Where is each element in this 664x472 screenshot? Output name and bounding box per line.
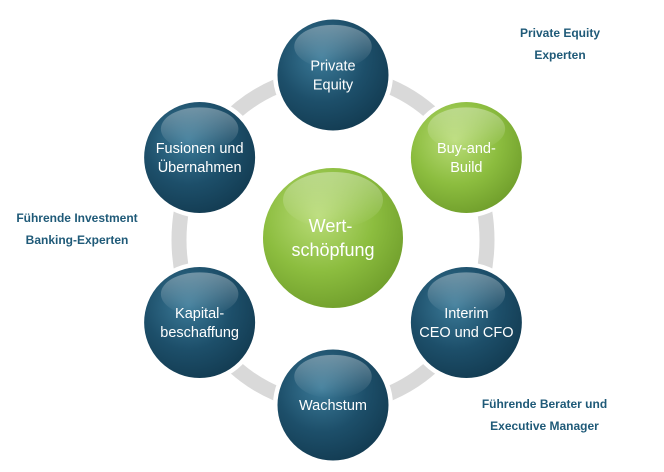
node-label-line: Private (310, 59, 355, 75)
node-label-line: Buy-and- (437, 141, 496, 157)
node-label-line: CEO und CFO (419, 325, 513, 341)
center-label-line-2: schöpfung (291, 240, 374, 260)
node-label-line: Build (450, 160, 482, 176)
note-line: Führende Berater und (481, 397, 608, 411)
note-line: Experten (534, 48, 586, 62)
center-label: Wert- schöpfung (291, 216, 374, 260)
note-line: Executive Manager (490, 419, 599, 433)
note-line: Private Equity (519, 26, 601, 40)
node-label-line: Übernahmen (158, 158, 242, 176)
node-wachstum: Wachstum (273, 345, 393, 465)
node-label-line: Kapital- (175, 306, 224, 322)
executive-managers-note: Führende Berater und Executive Manager (462, 393, 627, 437)
node-label: Buy-and- Build (437, 141, 496, 176)
center-label-line-1: Wert- (309, 216, 353, 236)
node-kapitalbeschaffung: Kapital-beschaffung (139, 262, 260, 383)
center-node: Wert- schöpfung (257, 162, 409, 314)
node-label-line: Equity (313, 78, 354, 94)
node-buy-and-build: Buy-and- Build (406, 97, 527, 218)
private-equity-experts-note: Private Equity Experten (505, 22, 615, 66)
node-label: Wachstum (299, 398, 367, 414)
node-label-line: Wachstum (299, 398, 367, 414)
node-label-line: Interim (444, 306, 488, 322)
node-label-line: beschaffung (160, 325, 239, 341)
note-line: Führende Investment (16, 211, 138, 225)
investment-banking-experts-note: Führende Investment Banking-Experten (2, 207, 152, 251)
note-line: Banking-Experten (25, 233, 129, 247)
node-label: Kapital-beschaffung (160, 306, 239, 341)
node-label-line: Fusionen und (156, 141, 244, 157)
